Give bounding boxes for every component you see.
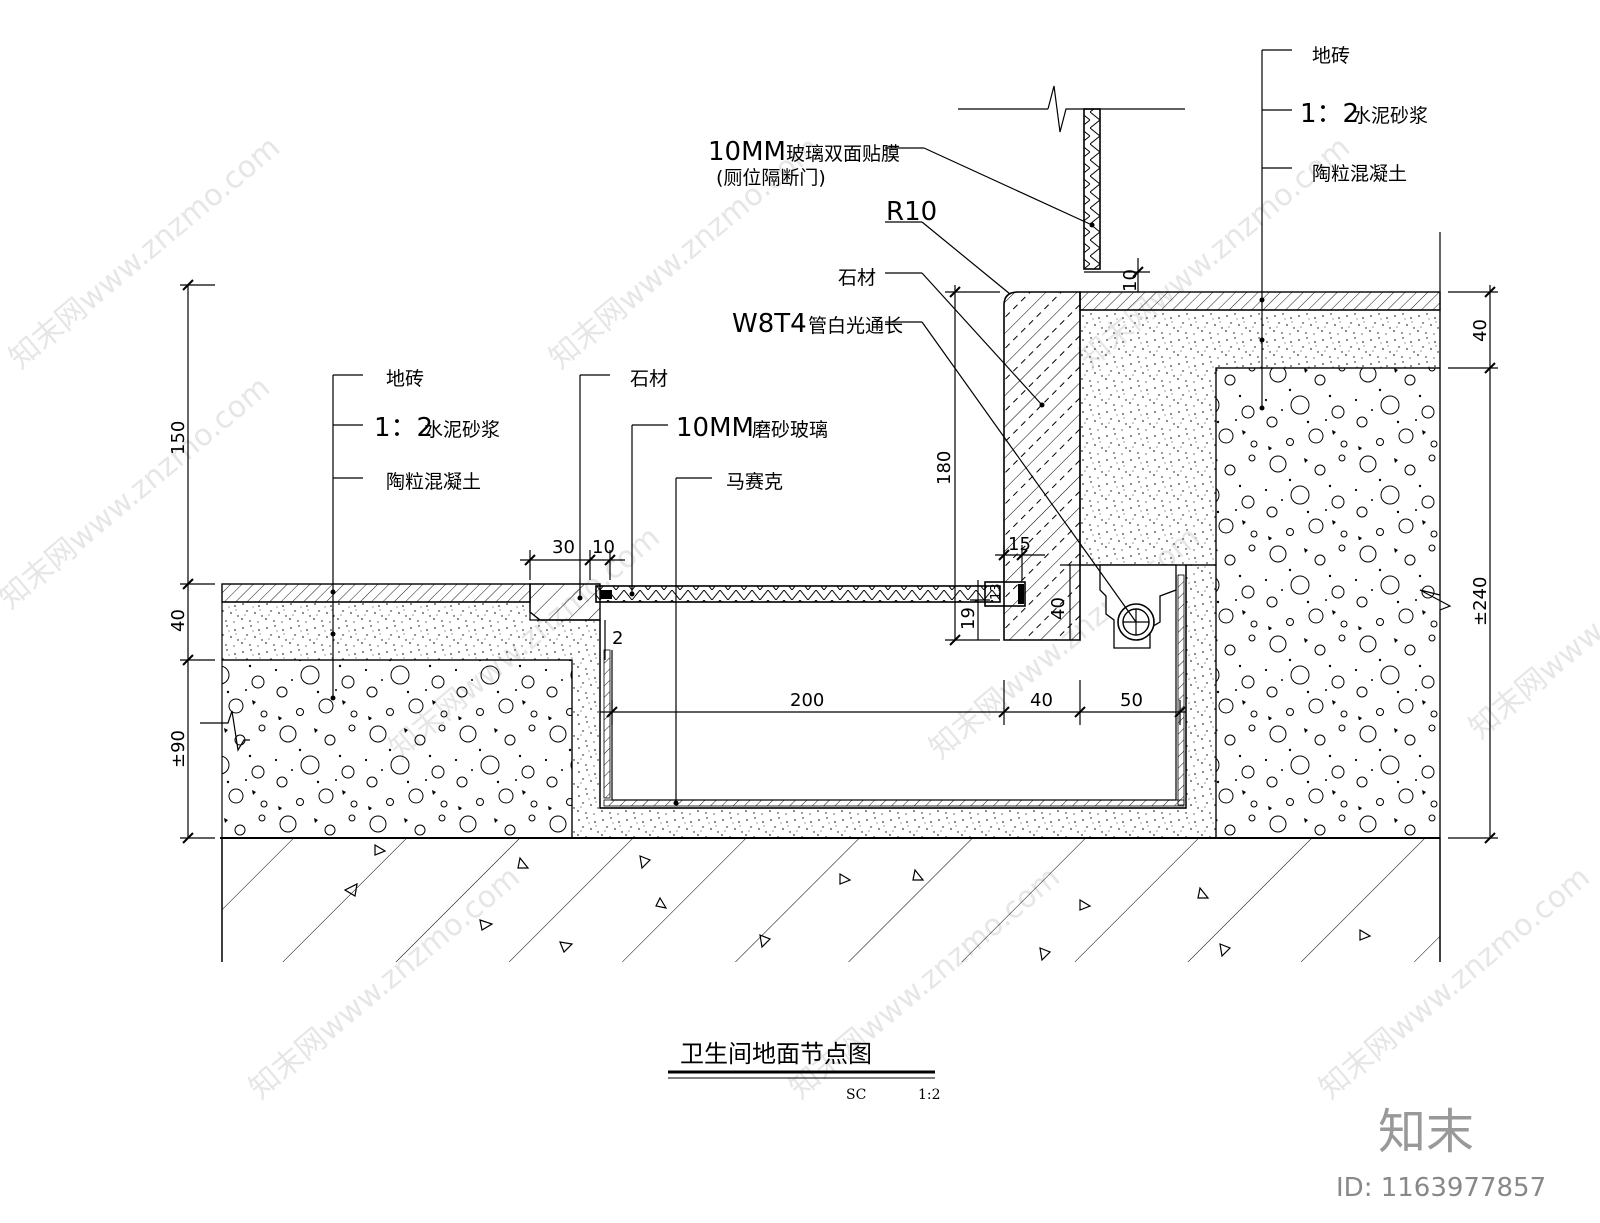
dimension-ticks [182,266,1496,844]
dim-19: 19 [958,607,979,630]
dim-30: 30 [552,537,575,558]
drawing-title: 卫生间地面节点图 [680,1040,872,1068]
dim-180: 180 [934,451,955,485]
dim-40-small: 40 [1048,597,1069,620]
watermark-text: 知末网www.znzmo.com [0,370,277,616]
brand-logo: 知末 [1378,1104,1474,1160]
label-frosted-glass: 磨砂玻璃 [752,419,828,441]
label-radius: R10 [886,197,937,227]
label-stone-left: 石材 [630,368,668,390]
label-light-tube: 管白光通长 [808,315,903,337]
watermark-text: 知末网www.znzmo.com [3,130,287,376]
left-floor-buildup [200,564,1217,839]
dim-150: 150 [168,421,189,455]
dim-40-right: 40 [1470,319,1491,342]
drawing-code: SC [846,1087,866,1103]
dim-50: 50 [1120,690,1143,711]
label-door-glass-thickness: 10MM [708,137,786,167]
label-stone-right: 石材 [838,267,876,289]
dim-10-top: 10 [592,537,615,558]
dimension-values: 150 40 ±90 30 10 2 200 40 50 180 15 19 1… [168,269,1491,768]
dim-90: ±90 [168,730,189,768]
label-glass-thickness: 10MM [676,413,754,443]
light-tube-fitting [1099,564,1177,649]
label-door-glass: 玻璃双面贴膜 [786,143,900,165]
image-id: ID: 1163977857 [1336,1173,1546,1203]
dim-15: 15 [1008,534,1031,555]
leader-dots [330,222,1265,806]
label-left-mortar-ratio: 1：2 [374,413,433,443]
leader-lines [332,49,1292,805]
label-right-concrete: 陶粒混凝土 [1312,163,1407,185]
structural-slab [220,837,1441,962]
dim-40-mid: 40 [1030,690,1053,711]
door-glass-panel [958,85,1185,270]
label-door-glass-note: (厕位隔断门) [716,167,826,189]
dim-40-left: 40 [168,609,189,632]
title-block: 卫生间地面节点图 SC 1:2 [668,1040,941,1103]
dim-200: 200 [790,690,824,711]
dim-13: 13 [989,583,1004,600]
dim-2: 2 [612,628,623,649]
frosted-glass-panel [595,581,1026,607]
stone-upstand-right [1003,291,1081,641]
label-right-mortar-ratio: 1：2 [1300,99,1359,129]
dim-10-door: 10 [1120,269,1141,292]
label-left-concrete: 陶粒混凝土 [386,471,481,493]
label-mosaic: 马赛克 [726,471,783,493]
right-floor-buildup [1079,232,1452,839]
label-left-tile: 地砖 [386,368,424,390]
label-right-mortar: 水泥砂浆 [1352,105,1428,127]
dim-240: ±240 [1470,577,1491,626]
stone-edge-left [529,583,601,621]
brand-mark: 知末 ID: 1163977857 [1336,1104,1546,1203]
drawing-scale: 1:2 [918,1087,941,1103]
label-left-mortar: 水泥砂浆 [424,419,500,441]
label-light-tube-code: W8T4 [732,309,807,339]
annotation-labels: 地砖 1：2 水泥砂浆 陶粒混凝土 石材 10MM 磨砂玻璃 马赛克 10MM … [374,45,1428,493]
label-right-tile: 地砖 [1312,45,1350,67]
